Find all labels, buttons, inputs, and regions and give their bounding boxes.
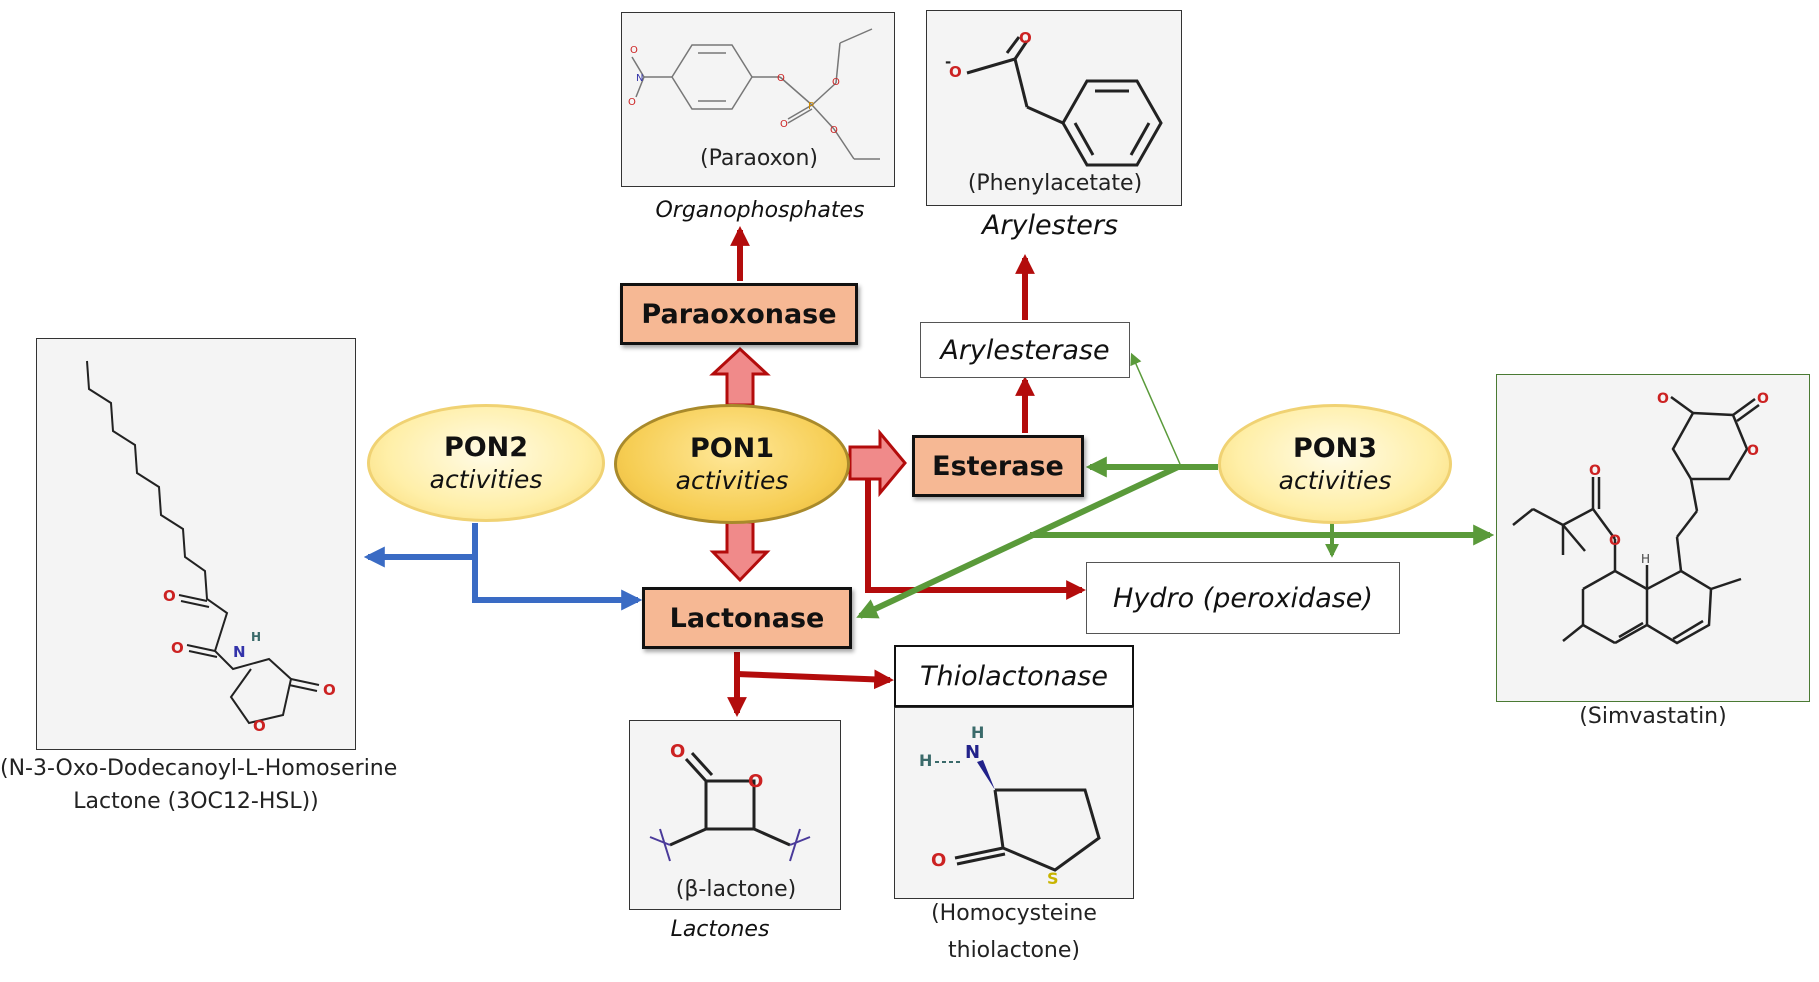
homocysteine-structure-panel: N H H O S bbox=[894, 707, 1134, 899]
homocysteine-label-line2: thiolactone) bbox=[948, 938, 1080, 963]
homocysteine-structure: N H H O S bbox=[919, 723, 1101, 888]
arrow-pon3-to-lactonase bbox=[856, 464, 1180, 619]
phenylacetate-atom-o: O bbox=[1019, 29, 1032, 47]
beta-lactone-atom-o-2: O bbox=[748, 771, 763, 792]
homocysteine-atom-n: N bbox=[965, 742, 980, 763]
hsl-atom-o-3: O bbox=[323, 681, 336, 699]
pon1-up-double-arrow bbox=[709, 346, 771, 407]
homocysteine-atom-o: O bbox=[931, 850, 946, 871]
homocysteine-atom-h-2: H bbox=[919, 751, 932, 770]
arrow-pon2-to-lactonase bbox=[472, 523, 643, 611]
lactones-label: Lactones bbox=[670, 917, 770, 942]
simvastatin-label: (Simvastatin) bbox=[1579, 704, 1727, 729]
hsl-atom-h: H bbox=[251, 630, 261, 644]
beta-lactone-label: (β-lactone) bbox=[675, 877, 797, 902]
pon1-activities: activities bbox=[675, 466, 789, 495]
arrow-pon1-to-hydro bbox=[865, 452, 1086, 600]
homocysteine-atom-h: H bbox=[971, 723, 984, 742]
beta-lactone-structure-panel: O O (β-lactone) bbox=[629, 720, 841, 910]
paraoxonase-box: Paraoxonase bbox=[620, 283, 858, 345]
pon3-ellipse: PON3 activities bbox=[1218, 404, 1452, 524]
arrow-lactonase-to-thiolactonase bbox=[736, 669, 894, 690]
phenylacetate-structure: O O - bbox=[945, 29, 1163, 167]
hsl-structure-panel: O O N H O O bbox=[36, 338, 356, 750]
arylesters-label: Arylesters bbox=[981, 210, 1119, 241]
pon1-name: PON1 bbox=[689, 433, 775, 464]
simvastatin-atom-o-3: O bbox=[1747, 443, 1759, 459]
simvastatin-structure-panel: O O O O O H bbox=[1496, 374, 1810, 702]
lactonase-box: Lactonase bbox=[642, 587, 852, 649]
phenylacetate-label: (Phenylacetate) bbox=[967, 171, 1143, 196]
paraoxon-structure: O O N O P O O O bbox=[628, 28, 880, 160]
arrow-pon3-to-arylesterase bbox=[1130, 352, 1181, 465]
pon1-down-double-arrow bbox=[709, 520, 771, 583]
hsl-atom-o-2: O bbox=[171, 639, 184, 657]
arylesterase-box: Arylesterase bbox=[920, 322, 1130, 378]
hsl-atom-o-4: O bbox=[253, 717, 266, 735]
beta-lactone-atom-o: O bbox=[670, 741, 685, 762]
paraoxon-structure-panel: O O N O P O O O (Paraoxon) bbox=[621, 12, 895, 187]
simvastatin-atom-o: O bbox=[1657, 391, 1669, 407]
paraoxon-atom-p: P bbox=[808, 101, 814, 112]
phenylacetate-atom-o-2: O bbox=[949, 63, 962, 81]
homocysteine-label-line1: (Homocysteine bbox=[931, 901, 1097, 926]
hydro-peroxidase-box: Hydro (peroxidase) bbox=[1086, 562, 1400, 634]
pon2-name: PON2 bbox=[443, 432, 529, 463]
paraoxon-atom-o: O bbox=[630, 45, 638, 56]
hsl-label-line2: Lactone (3OC12-HSL)) bbox=[73, 789, 319, 814]
beta-lactone-structure: O O bbox=[649, 741, 811, 862]
simvastatin-structure: O O O O O H bbox=[1512, 391, 1769, 645]
hsl-structure: O O N H O O bbox=[86, 360, 336, 735]
paraoxon-atom-o-2: O bbox=[628, 97, 636, 108]
paraoxon-atom-n: N bbox=[636, 73, 643, 84]
simvastatin-atom-o-4: O bbox=[1589, 463, 1601, 479]
simvastatin-atom-o-2: O bbox=[1757, 391, 1769, 407]
paraoxon-atom-o-4: O bbox=[832, 77, 840, 88]
thiolactonase-box: Thiolactonase bbox=[894, 645, 1134, 707]
pon1-ellipse: PON1 activities bbox=[614, 404, 850, 524]
phenylacetate-structure-panel: O O - (Phenylacetate) bbox=[926, 10, 1182, 206]
pon2-ellipse: PON2 activities bbox=[367, 404, 605, 522]
pon1-right-block-arrow bbox=[848, 428, 907, 498]
hsl-atom-n: N bbox=[233, 643, 246, 661]
paraoxon-atom-o-3: O bbox=[777, 73, 785, 84]
hsl-label-line1: (N-3-Oxo-Dodecanoyl-L-Homoserine bbox=[0, 756, 398, 781]
paraoxon-label: (Paraoxon) bbox=[700, 146, 818, 171]
pon2-activities: activities bbox=[429, 465, 543, 494]
simvastatin-atom-h: H bbox=[1641, 552, 1650, 566]
paraoxon-atom-o-5: O bbox=[830, 125, 838, 136]
pon3-name: PON3 bbox=[1292, 433, 1378, 464]
pon3-activities: activities bbox=[1278, 466, 1392, 495]
esterase-box: Esterase bbox=[912, 435, 1084, 497]
simvastatin-atom-o-5: O bbox=[1609, 533, 1621, 549]
phenylacetate-charge: - bbox=[945, 53, 951, 71]
organophosphates-label: Organophosphates bbox=[655, 198, 865, 223]
paraoxon-atom-o-6: O bbox=[780, 119, 788, 130]
homocysteine-atom-s: S bbox=[1047, 869, 1059, 888]
hsl-atom-o: O bbox=[163, 587, 176, 605]
